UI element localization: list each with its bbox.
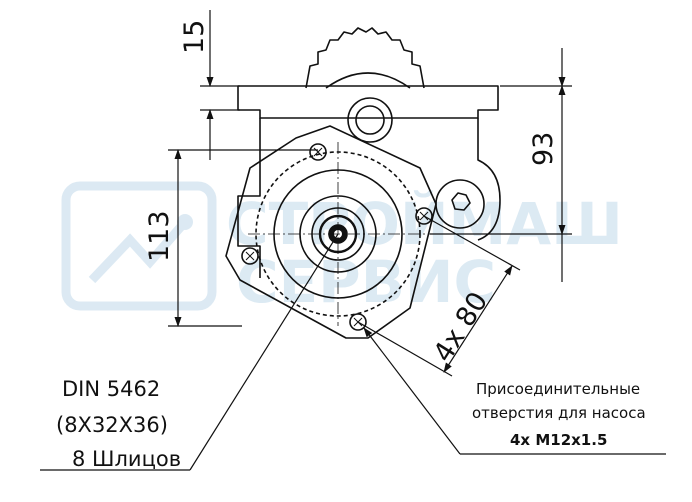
upper-boss	[347, 97, 393, 143]
housing	[237, 118, 501, 278]
leaders	[40, 233, 666, 471]
spline-leader	[189, 233, 339, 471]
dim-93	[430, 48, 572, 282]
spline-label-line2: (8X32X36)	[56, 413, 168, 437]
mount-note-line2: отверстия для насоса	[472, 404, 646, 422]
mount-note-line3: 4x M12x1.5	[510, 431, 607, 449]
dim-4x80	[357, 215, 521, 377]
dim-15	[200, 10, 240, 160]
mount-note-line1: Присоединительные	[476, 380, 640, 398]
watermark-logo-icon	[61, 181, 217, 311]
dimensions	[168, 10, 572, 377]
dim-113-label: 113	[144, 210, 175, 262]
spline-label-line3: 8 Шлицов	[72, 447, 181, 471]
holes-leader	[363, 327, 461, 455]
hex-plug	[451, 192, 471, 211]
dim-15-label: 15	[179, 20, 210, 54]
mount-flange	[225, 125, 437, 339]
gear	[305, 27, 425, 89]
top-flange	[237, 85, 499, 119]
spline-label-line1: DIN 5462	[62, 377, 160, 401]
dim-93-label: 93	[528, 132, 559, 166]
dim-113	[168, 149, 318, 327]
